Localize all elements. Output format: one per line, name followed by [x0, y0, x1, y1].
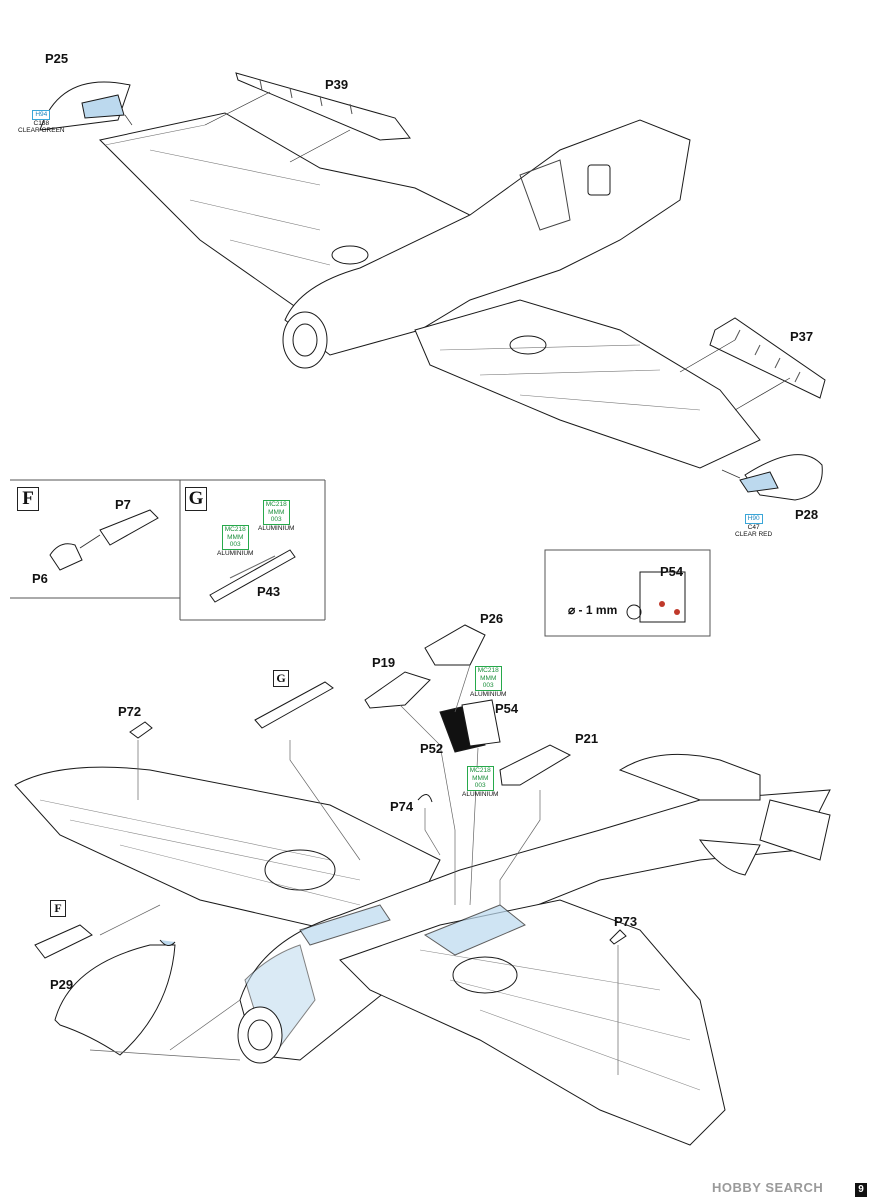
paint-code-p43-b: MC218 MMM 003 ALUMINIUM: [217, 525, 253, 557]
label-p39: P39: [325, 77, 349, 92]
label-p26: P26: [480, 611, 504, 626]
paint-code-p25-name: CLEAR GREEN: [18, 127, 65, 134]
paint-code-p21-name: ALUMINIUM: [462, 790, 499, 798]
label-p54-inset: P54: [660, 564, 684, 579]
hobby-search-watermark: HOBBY SEARCH: [712, 1180, 824, 1195]
label-p21: P21: [575, 731, 599, 746]
paint-code-p43-b-line2: MMM: [227, 533, 244, 541]
drill-annotation: ⌀ - 1 mm: [568, 603, 618, 617]
paint-code-p26: MC218 MMM 003 ALUMINIUM: [470, 666, 506, 698]
paint-code-p26-name: ALUMINIUM: [470, 690, 507, 698]
paint-code-p43-a-line2: MMM: [268, 508, 285, 516]
inset-f-parts: [49, 509, 159, 571]
paint-code-p43-a-line1: MC218: [265, 501, 287, 508]
paint-code-p21-line2: MMM: [472, 774, 489, 782]
paint-code-p43-a-box: MC218 MMM 003: [262, 500, 290, 525]
label-p28: P28: [795, 507, 819, 522]
paint-code-p26-line2: MMM: [480, 674, 497, 682]
inset-letter-g: G: [185, 487, 207, 511]
upper-airframe: [39, 72, 826, 501]
paint-code-p25: H94 C138 CLEAR GREEN: [18, 110, 65, 135]
label-p19: P19: [372, 655, 396, 670]
paint-code-p28-primary: H90: [744, 514, 763, 524]
paint-code-p21-line3: 003: [474, 782, 486, 789]
label-p73: P73: [614, 914, 638, 929]
label-p37: P37: [790, 329, 814, 344]
inset-lines: [10, 479, 711, 637]
paint-code-p28: H90 C47 CLEAR RED: [735, 514, 772, 539]
label-p72: P72: [118, 704, 142, 719]
label-p43: P43: [257, 584, 281, 599]
label-p6: P6: [32, 571, 48, 586]
paint-code-p43-a: MC218 MMM 003 ALUMINIUM: [258, 500, 294, 532]
label-p29: P29: [50, 977, 74, 992]
paint-code-p43-a-line3: 003: [270, 516, 282, 523]
paint-code-p21-line1: MC218: [469, 767, 491, 774]
page-number: 9: [855, 1183, 867, 1197]
paint-code-p21: MC218 MMM 003 ALUMINIUM: [462, 766, 498, 798]
inset-g-parts: [209, 549, 296, 603]
inset-letter-f: F: [17, 487, 39, 511]
paint-code-p26-line1: MC218: [477, 667, 499, 674]
label-p54: P54: [495, 701, 519, 716]
lower-airframe: [14, 624, 831, 1146]
paint-code-p26-box: MC218 MMM 003: [474, 666, 502, 691]
label-p25: P25: [45, 51, 69, 66]
paint-code-p43-a-name: ALUMINIUM: [258, 524, 295, 532]
paint-code-p43-b-line1: MC218: [224, 526, 246, 533]
ref-letter-g: G: [273, 670, 289, 687]
paint-code-p21-box: MC218 MMM 003: [466, 766, 494, 791]
paint-code-p28-secondary: C47: [747, 523, 760, 531]
paint-code-p43-b-line3: 003: [229, 541, 241, 548]
paint-code-p25-primary: H94: [32, 110, 51, 120]
p54-drill-detail: [626, 571, 686, 623]
ref-letter-f: F: [50, 900, 66, 917]
label-p7: P7: [115, 497, 131, 512]
paint-code-p43-b-box: MC218 MMM 003: [221, 525, 249, 550]
label-p52: P52: [420, 741, 444, 756]
paint-code-p26-line3: 003: [482, 682, 494, 689]
paint-code-p25-secondary: C138: [33, 119, 50, 127]
paint-code-p43-b-name: ALUMINIUM: [217, 549, 254, 557]
paint-code-p28-name: CLEAR RED: [735, 531, 773, 538]
label-p74: P74: [390, 799, 414, 814]
